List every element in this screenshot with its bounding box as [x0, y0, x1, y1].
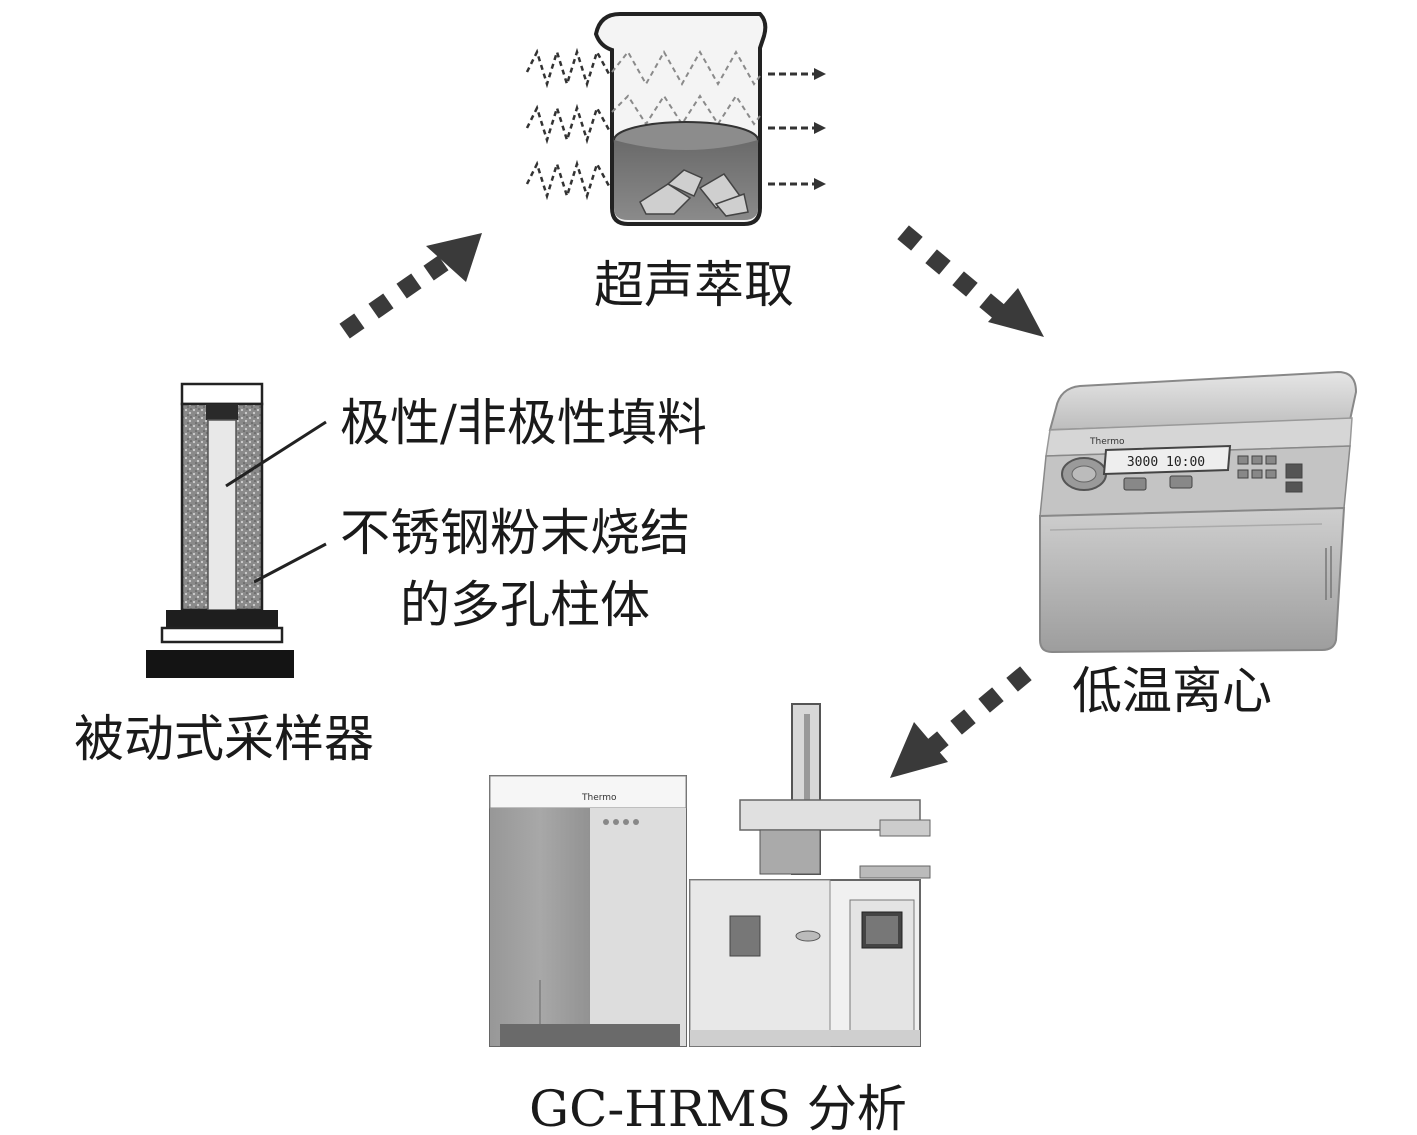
label-porous-column-line1: 不锈钢粉末烧结 — [340, 504, 690, 562]
centrifuge-illustration: 3000 10:00 Thermo — [1039, 370, 1358, 654]
gc-brand-logo: Thermo — [581, 793, 617, 803]
arrow-extraction-to-centrifuge — [897, 225, 1044, 337]
centrifuge-brand-logo: Thermo — [1089, 437, 1125, 447]
arrow-centrifuge-to-gc — [890, 666, 1032, 778]
label-gc-hrms-analysis: GC-HRMS 分析 — [529, 1080, 907, 1135]
heat-out-arrow-icon — [768, 72, 814, 186]
label-low-temp-centrifuge: 低温离心 — [1072, 662, 1272, 720]
label-packing-material: 极性/非极性填料 — [340, 394, 707, 452]
label-passive-sampler: 被动式采样器 — [74, 710, 374, 768]
label-porous-column-line2: 的多孔柱体 — [400, 576, 650, 634]
beaker-illustration — [525, 12, 826, 226]
ultrasonic-wave-icon — [525, 47, 611, 201]
passive-sampler-illustration — [146, 382, 327, 678]
gc-hrms-instrument-illustration: Thermo — [489, 703, 931, 1047]
centrifuge-display-readout: 3000 10:00 — [1127, 455, 1205, 470]
label-ultrasonic-extraction: 超声萃取 — [594, 256, 794, 314]
arrow-sampler-to-extraction — [339, 233, 482, 339]
